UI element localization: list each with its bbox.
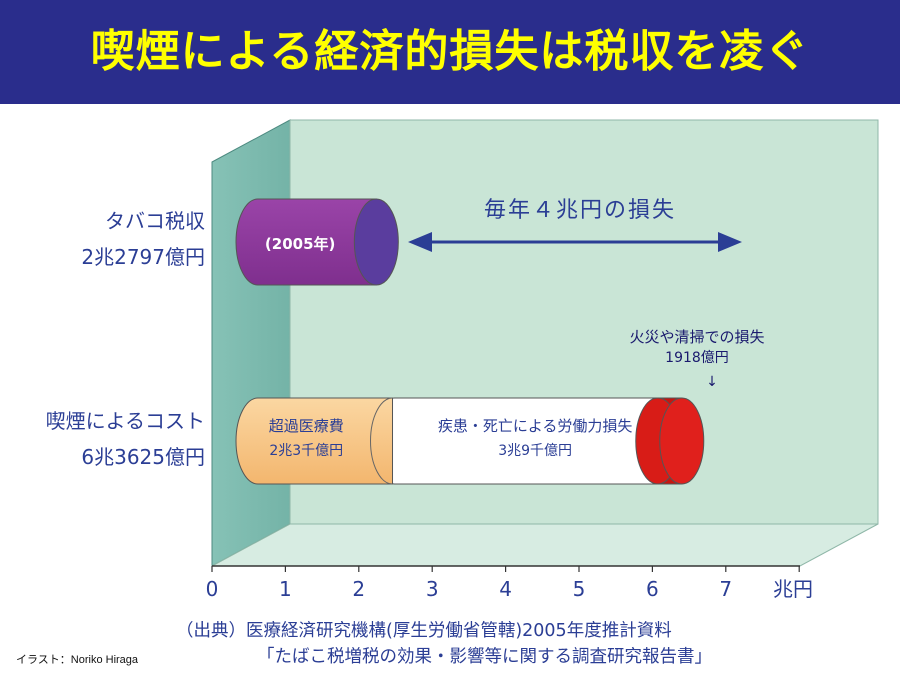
loss-arrow-head-left — [408, 232, 432, 252]
category-value: 6兆3625億円 — [81, 445, 205, 469]
illustration-credit: イラスト：Noriko Hiraga — [16, 654, 139, 666]
floor — [211, 523, 879, 567]
title-bar — [0, 0, 900, 104]
bar-medical-cost-label: 超過医療費 — [269, 417, 344, 435]
left-wall — [211, 119, 291, 567]
chart: 0 1 2 3 4 5 6 7 兆円 (2005年) 超過医療費 2兆3千億円 疾患・死亡による労働力… — [46, 119, 879, 601]
page-title: 喫煙による経済的損失は税収を凌ぐ — [90, 26, 810, 77]
category-label: タバコ税収 — [105, 209, 205, 233]
bar-medical-cost-body — [235, 397, 394, 485]
x-unit-label: 兆円 — [773, 577, 813, 601]
bars: (2005年) 超過医療費 2兆3千億円 疾患・死亡による労働力損失 3兆9千億円 — [235, 198, 705, 485]
x-tick-label: 4 — [499, 577, 512, 601]
x-tick-label: 7 — [719, 577, 732, 601]
x-tick-label: 5 — [573, 577, 586, 601]
bar-labor-loss-body — [372, 397, 659, 485]
source-line-2: 「たばこ税増税の効果・影響等に関する調査研究報告書」 — [257, 647, 712, 667]
x-tick-label: 1 — [279, 577, 292, 601]
bar-tobacco-tax-label: (2005年) — [265, 235, 335, 253]
loss-arrow-head-right — [718, 232, 742, 252]
fire-loss-callout-arrow: ↓ — [706, 374, 718, 390]
x-tick-label: 6 — [646, 577, 659, 601]
x-tick-label: 2 — [352, 577, 365, 601]
chart-3d-box — [211, 119, 879, 567]
fire-loss-callout-value: 1918億円 — [665, 350, 729, 366]
bar-fire-loss-cap — [659, 397, 705, 485]
loss-annotation: 毎年４兆円の損失 — [484, 198, 676, 223]
fire-loss-callout-label: 火災や清掃での損失 — [629, 328, 764, 346]
category-label: 喫煙によるコスト — [46, 409, 205, 433]
x-tick-label: 0 — [206, 577, 219, 601]
bar-tobacco-tax-body — [235, 198, 377, 286]
segment-divider — [370, 397, 393, 485]
bar-tobacco-tax-cap — [353, 198, 399, 286]
bar-medical-cost — [235, 397, 394, 485]
source-line-1: （出典）医療経済研究機構(厚生労働省管轄)2005年度推計資料 — [176, 621, 672, 641]
x-tick-label: 3 — [426, 577, 439, 601]
category-value: 2兆2797億円 — [81, 245, 205, 269]
bar-labor-loss — [372, 397, 659, 485]
x-axis: 0 1 2 3 4 5 6 7 兆円 — [206, 566, 813, 601]
bar-medical-cost-value: 2兆3千億円 — [269, 443, 343, 459]
bar-tobacco-tax — [235, 198, 399, 286]
bar-labor-loss-value: 3兆9千億円 — [498, 443, 572, 459]
bar-labor-loss-label: 疾患・死亡による労働力損失 — [438, 417, 633, 435]
